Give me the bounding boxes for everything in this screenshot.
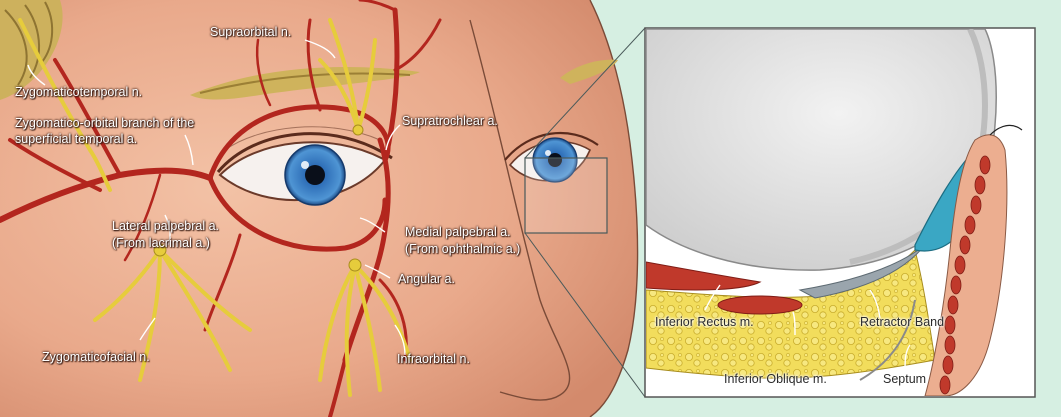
label-lateral-palpebral-a: Lateral palpebral a. — [112, 219, 219, 234]
zoom-box — [525, 158, 607, 233]
label-supraorbital-n: Supraorbital n. — [210, 25, 291, 40]
label-superficial-temporal-a: superficial temporal a. — [15, 132, 137, 147]
label-zygomatico-orbital-branch: Zygomatico-orbital branch of the — [15, 116, 194, 131]
label-zygomaticotemporal-n: Zygomaticotemporal n. — [15, 85, 142, 100]
label-septum: Septum — [883, 372, 926, 387]
label-inferior-oblique-m: Inferior Oblique m. — [724, 372, 827, 387]
inferior-oblique-muscle — [718, 296, 802, 314]
label-infraorbital-n: Infraorbital n. — [397, 352, 470, 367]
left-pupil — [305, 165, 325, 185]
label-from-ophthalmic-a: (From ophthalmic a.) — [405, 242, 520, 257]
label-zygomaticofacial-n: Zygomaticofacial n. — [42, 350, 150, 365]
label-medial-palpebral-a: Medial palpebral a. — [405, 225, 511, 240]
label-retractor-band: Retractor Band — [860, 315, 944, 330]
label-inferior-rectus-m: Inferior Rectus m. — [655, 315, 754, 330]
label-supratrochlear-a: Supratrochlear a. — [402, 114, 498, 129]
label-from-lacrimal-a: (From lacrimal a.) — [112, 236, 210, 251]
label-angular-a: Angular a. — [398, 272, 455, 287]
